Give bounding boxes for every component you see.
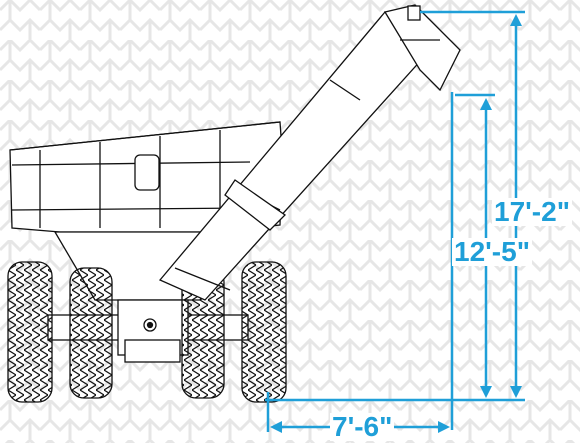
reach-label: 7'-6" [330,411,395,442]
overall-height-label: 17'-2" [492,196,572,227]
tires [7,261,287,403]
tire-rear-left [69,267,113,399]
spout-cap [407,5,421,21]
sight-window [134,154,160,191]
tire-front-left [7,261,53,403]
auger [158,4,461,301]
discharge-height-label: 12'-5" [452,236,532,267]
tire-front-right [241,261,287,403]
